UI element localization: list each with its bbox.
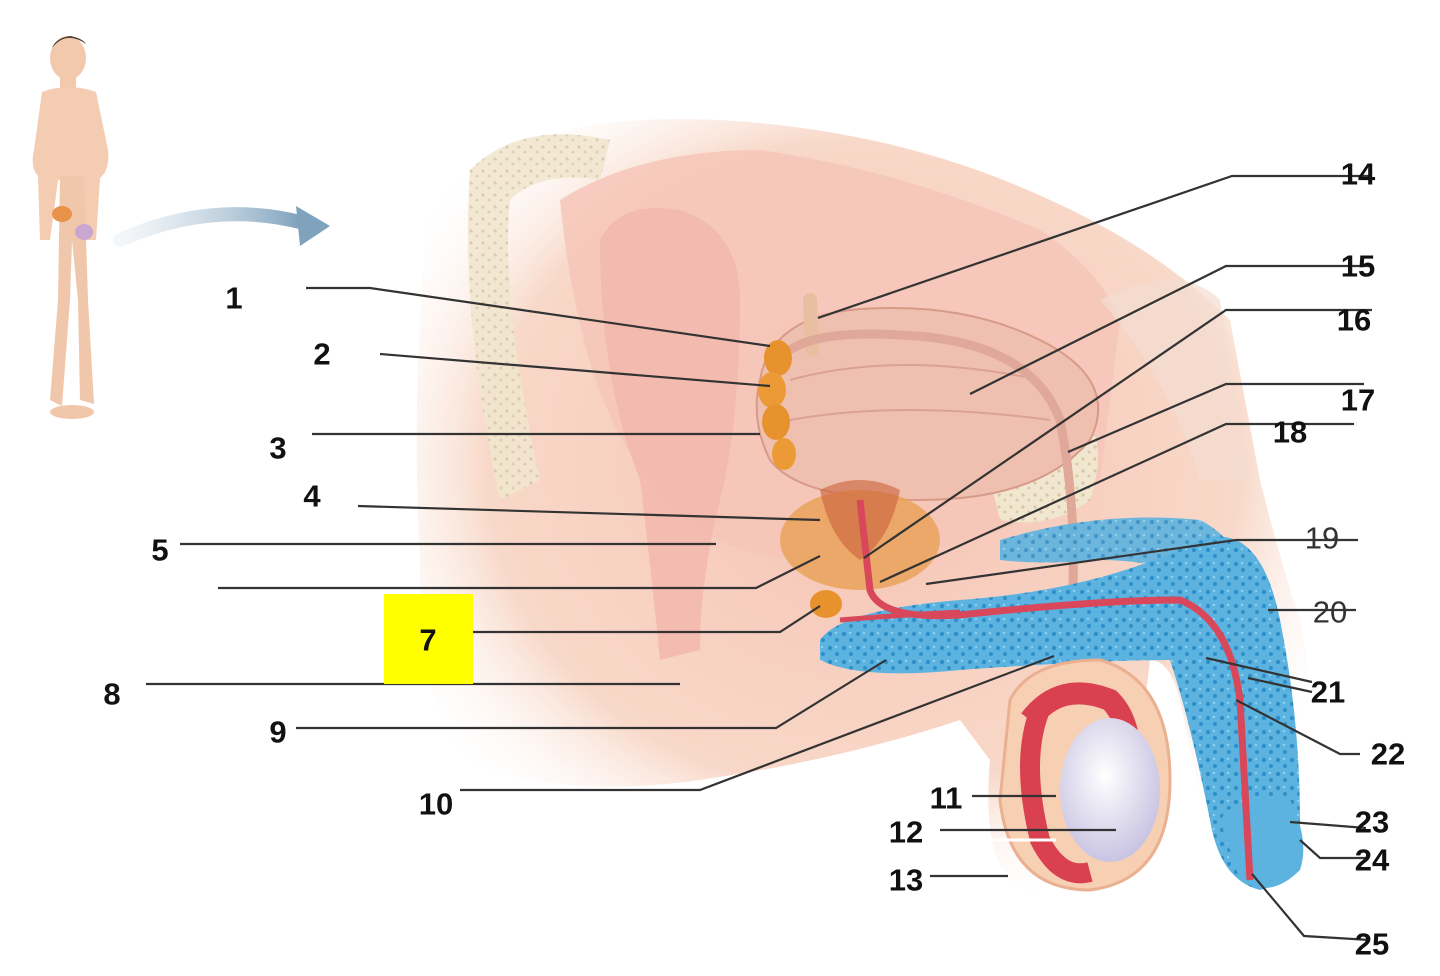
label-21: 21 [1310,674,1346,710]
figure-thumbnail [32,36,109,419]
label-7: 7 [419,622,437,658]
label-12: 12 [888,814,924,850]
label-13: 13 [888,862,924,898]
label-20: 20 [1312,594,1348,630]
label-1: 1 [225,280,243,316]
bulbourethral-gland [810,590,842,618]
label-10: 10 [418,786,454,822]
label-4: 4 [303,478,321,514]
seminal-vesicle [758,340,796,470]
label-3: 3 [269,430,287,466]
label-2: 2 [313,336,331,372]
label-8: 8 [103,676,121,712]
label-25: 25 [1354,926,1390,962]
leader-lines [146,174,1372,942]
label-5: 5 [151,532,169,568]
label-24: 24 [1354,842,1390,878]
label-23: 23 [1354,804,1390,840]
penis [820,499,1304,890]
label-11: 11 [929,780,963,816]
label-9: 9 [269,714,287,750]
label-19: 19 [1304,520,1340,556]
highlight-box [384,594,473,684]
scrotum [998,658,1172,892]
label-17: 17 [1340,382,1376,418]
label-14: 14 [1340,156,1376,192]
pointer-arrow [113,207,307,247]
label-16: 16 [1336,302,1372,338]
testis [1060,718,1160,862]
label-15: 15 [1340,248,1376,284]
label-22: 22 [1370,736,1406,772]
label-18: 18 [1272,414,1308,450]
urethra [856,499,1254,881]
